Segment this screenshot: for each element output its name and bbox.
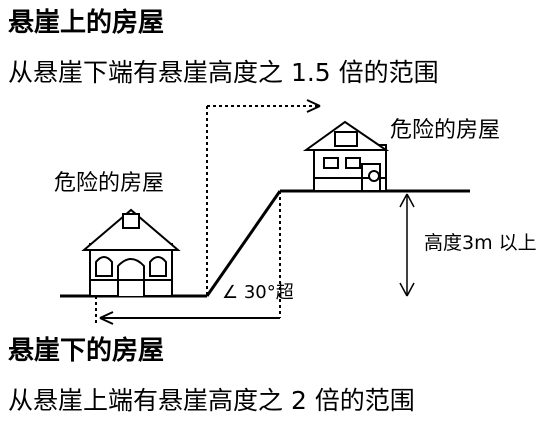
lower-range-marker: [95, 191, 281, 324]
description-bottom: 从悬崖上端有悬崖高度之 2 倍的范围: [8, 386, 415, 415]
height-label: 高度3m 以上: [424, 232, 537, 254]
cliff-slope-line: [205, 190, 282, 297]
lower-range-arrow: [99, 311, 280, 325]
height-arrow: [399, 193, 415, 297]
house-icon: [302, 120, 390, 192]
upper-range-marker: [206, 105, 320, 296]
title-top: 悬崖上的房屋: [8, 8, 165, 38]
title-bottom: 悬崖下的房屋: [8, 336, 165, 366]
angle-label: ∠ 30°超: [222, 282, 294, 303]
house-icon: [81, 208, 181, 297]
description-top: 从悬崖下端有悬崖高度之 1.5 倍的范围: [8, 58, 439, 87]
house-label-upper: 危险的房屋: [390, 118, 501, 143]
house-label-lower: 危险的房屋: [54, 171, 165, 196]
upper-range-arrowhead: [306, 99, 321, 113]
